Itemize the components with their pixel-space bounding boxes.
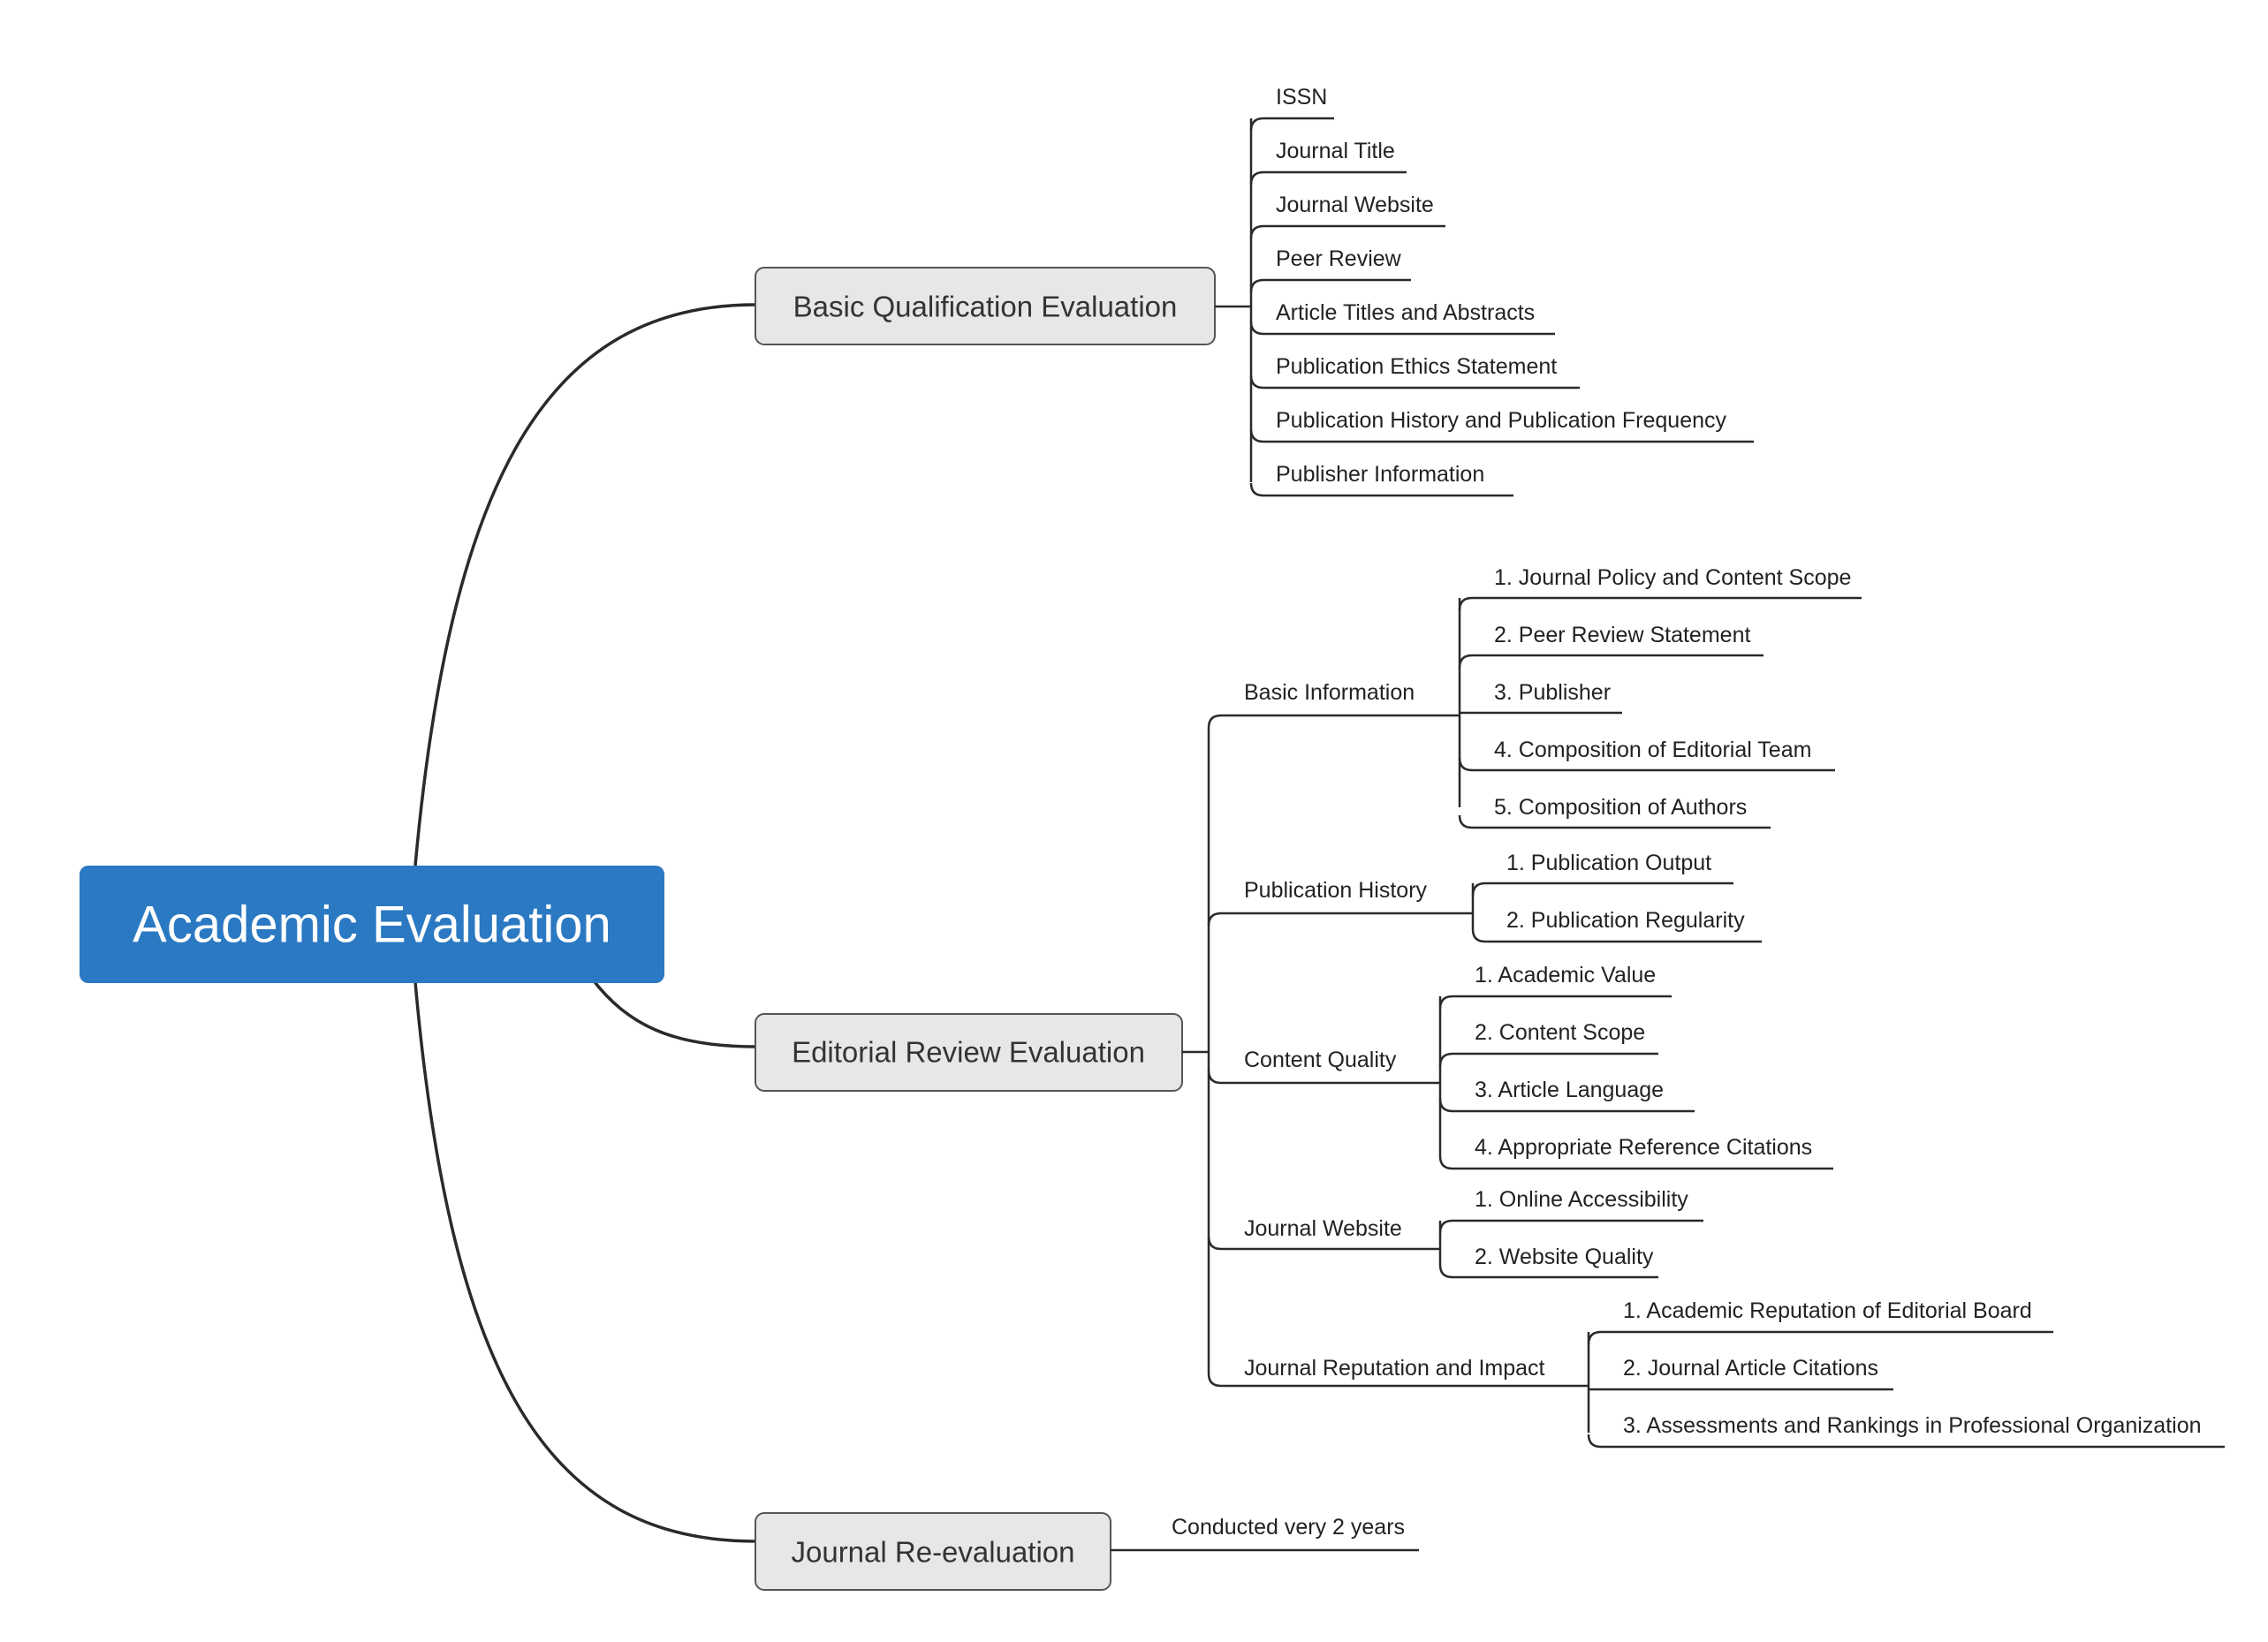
content-quality-children: 1. Academic Value 2. Content Scope 3. Ar…: [1438, 963, 1833, 1170]
leaf-underline: [1458, 654, 1764, 669]
sub-branch-content-quality[interactable]: Content Quality: [1207, 1048, 1440, 1085]
leaf-article-language[interactable]: 3. Article Language: [1475, 1078, 1664, 1102]
leaf-underline: [1438, 1219, 1703, 1234]
branch-editorial-review-label: Editorial Review Evaluation: [792, 1036, 1145, 1069]
journal-website-children: 1. Online Accessibility 2. Website Quali…: [1438, 1187, 1703, 1279]
leaf-content-scope[interactable]: 2. Content Scope: [1475, 1020, 1645, 1045]
journal-reputation-children: 1. Academic Reputation of Editorial Boar…: [1587, 1298, 2225, 1449]
sub-branch-underline: [1207, 714, 1460, 729]
leaf-underline: [1438, 1052, 1658, 1067]
root-node-box: [80, 866, 664, 983]
leaf-editorial-board-reputation[interactable]: 1. Academic Reputation of Editorial Boar…: [1623, 1298, 2032, 1323]
leaf-publisher-information[interactable]: Publisher Information: [1276, 462, 1484, 487]
leaf-underline-ethics-statement: [1249, 375, 1580, 390]
leaf-article-citations[interactable]: 2. Journal Article Citations: [1623, 1356, 1878, 1381]
basic-information-children: 1. Journal Policy and Content Scope 2. P…: [1458, 565, 1862, 829]
basic-qualification-children: ISSN Journal Title Journal Website Peer …: [1239, 85, 1754, 497]
branch-journal-re-evaluation-box: [755, 1512, 1111, 1591]
leaf-underline: [1458, 814, 1771, 829]
leaf-editorial-team[interactable]: 4. Composition of Editorial Team: [1494, 738, 1811, 762]
sub-branch-journal-reputation-label: Journal Reputation and Impact: [1244, 1356, 1545, 1381]
leaf-website-quality[interactable]: 2. Website Quality: [1475, 1245, 1654, 1269]
leaf-peer-review-statement[interactable]: 2. Peer Review Statement: [1494, 623, 1750, 647]
sub-branch-underline: [1207, 1373, 1589, 1388]
branch-editorial-review[interactable]: Editorial Review Evaluation: [755, 1013, 1183, 1092]
sub-branch-journal-website-label: Journal Website: [1244, 1216, 1402, 1241]
leaf-assessments-rankings[interactable]: 3. Assessments and Rankings in Professio…: [1623, 1413, 2202, 1438]
sub-branch-publication-history-label: Publication History: [1244, 878, 1428, 903]
sub-branch-journal-reputation[interactable]: Journal Reputation and Impact: [1207, 1356, 1589, 1388]
leaf-underline-issn: [1249, 117, 1334, 132]
sub-branch-content-quality-label: Content Quality: [1244, 1048, 1397, 1072]
connector-root-basic-qualification: [413, 303, 756, 866]
sub-branch-underline: [1207, 1070, 1440, 1085]
leaf-ethics-statement[interactable]: Publication Ethics Statement: [1276, 354, 1557, 379]
publication-history-children: 1. Publication Output 2. Publication Reg…: [1471, 851, 1762, 943]
branch-journal-re-evaluation[interactable]: Journal Re-evaluation: [755, 1512, 1111, 1591]
leaf-underline: [1438, 1264, 1658, 1279]
leaf-underline-peer-review: [1249, 278, 1411, 293]
branch-basic-qualification[interactable]: Basic Qualification Evaluation: [755, 267, 1216, 345]
leaf-conducted-every-2-years[interactable]: Conducted very 2 years: [1172, 1515, 1405, 1540]
leaf-underline: [1471, 928, 1762, 943]
leaf-composition-authors[interactable]: 5. Composition of Authors: [1494, 795, 1747, 820]
root-node[interactable]: Academic Evaluation: [80, 866, 664, 983]
leaf-publication-regularity[interactable]: 2. Publication Regularity: [1506, 908, 1745, 933]
leaf-publication-output[interactable]: 1. Publication Output: [1506, 851, 1711, 875]
leaf-underline-publication-history: [1249, 428, 1754, 443]
connector-root-editorial-review: [590, 977, 756, 1048]
sub-branch-journal-website[interactable]: Journal Website: [1207, 1216, 1440, 1251]
leaf-underline: [1458, 757, 1835, 772]
leaf-publication-history-frequency[interactable]: Publication History and Publication Freq…: [1276, 408, 1726, 433]
leaf-publisher[interactable]: 3. Publisher: [1494, 680, 1611, 705]
leaf-underline: [1471, 882, 1733, 897]
leaf-peer-review[interactable]: Peer Review: [1276, 246, 1402, 271]
connector-root-re-evaluation: [413, 981, 756, 1543]
leaf-issn[interactable]: ISSN: [1276, 85, 1327, 110]
sub-branch-publication-history[interactable]: Publication History: [1207, 878, 1473, 927]
leaf-underline: [1587, 1434, 2225, 1449]
leaf-underline: [1438, 1098, 1695, 1113]
leaf-journal-website[interactable]: Journal Website: [1276, 193, 1434, 217]
sub-branch-underline: [1207, 1236, 1440, 1251]
leaf-underline: [1438, 995, 1672, 1010]
leaf-online-accessibility[interactable]: 1. Online Accessibility: [1475, 1187, 1688, 1212]
leaf-reference-citations[interactable]: 4. Appropriate Reference Citations: [1475, 1135, 1812, 1160]
branch-journal-re-evaluation-label: Journal Re-evaluation: [791, 1536, 1074, 1569]
leaf-underline-journal-title: [1249, 170, 1407, 185]
leaf-journal-title[interactable]: Journal Title: [1276, 139, 1395, 163]
leaf-journal-policy[interactable]: 1. Journal Policy and Content Scope: [1494, 565, 1851, 590]
leaf-underline-publisher-information: [1249, 482, 1513, 497]
leaf-article-titles[interactable]: Article Titles and Abstracts: [1276, 300, 1535, 325]
sub-branch-basic-information[interactable]: Basic Information: [1207, 680, 1460, 729]
leaf-underline: [1587, 1330, 2053, 1345]
sub-branch-basic-information-label: Basic Information: [1244, 680, 1415, 705]
leaf-academic-value[interactable]: 1. Academic Value: [1475, 963, 1656, 987]
sub-branch-underline: [1207, 912, 1473, 927]
branch-basic-qualification-label: Basic Qualification Evaluation: [793, 291, 1178, 323]
leaf-underline-journal-website: [1249, 224, 1445, 239]
root-node-label: Academic Evaluation: [133, 897, 611, 954]
leaf-underline: [1438, 1155, 1833, 1170]
leaf-underline-article-titles: [1249, 321, 1555, 336]
leaf-underline: [1458, 596, 1862, 611]
